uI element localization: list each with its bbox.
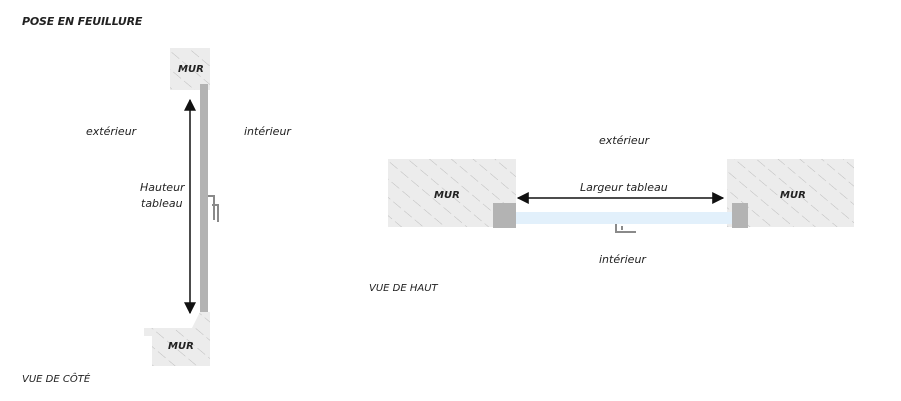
top-interior-label: intérieur [599,253,647,266]
side-view-caption: VUE DE CÔTÉ [22,372,91,385]
side-view: MUR MUR extérieur intérieur Hauteur tabl… [22,48,292,385]
height-label-line2: tableau [141,197,183,210]
top-exterior-label: extérieur [599,134,651,147]
top-frame-left [493,203,516,228]
side-exterior-label: extérieur [86,125,138,138]
side-interior-label: intérieur [244,125,292,138]
top-wall-right-label: MUR [780,190,806,201]
top-wall-left: MUR [388,159,516,227]
top-handle-icon [615,224,636,233]
top-view: MUR MUR extérieur Largeur tableau intéri… [369,134,854,294]
width-label: Largeur tableau [580,181,668,194]
top-view-caption: VUE DE HAUT [369,283,439,294]
side-wall-bottom: MUR [144,312,210,366]
diagram-title: POSE EN FEUILLURE [22,15,143,28]
top-wall-left-label: MUR [434,190,460,201]
side-handle-icon [208,195,219,222]
side-frame [200,84,208,312]
top-wall-right: MUR [727,159,854,227]
top-glass-pane [508,212,740,224]
side-wall-top: MUR [170,48,210,90]
side-wall-top-label: MUR [178,64,204,75]
side-wall-bottom-label: MUR [168,341,194,352]
top-frame-right [732,203,748,228]
height-label-line1: Hauteur [140,181,186,194]
